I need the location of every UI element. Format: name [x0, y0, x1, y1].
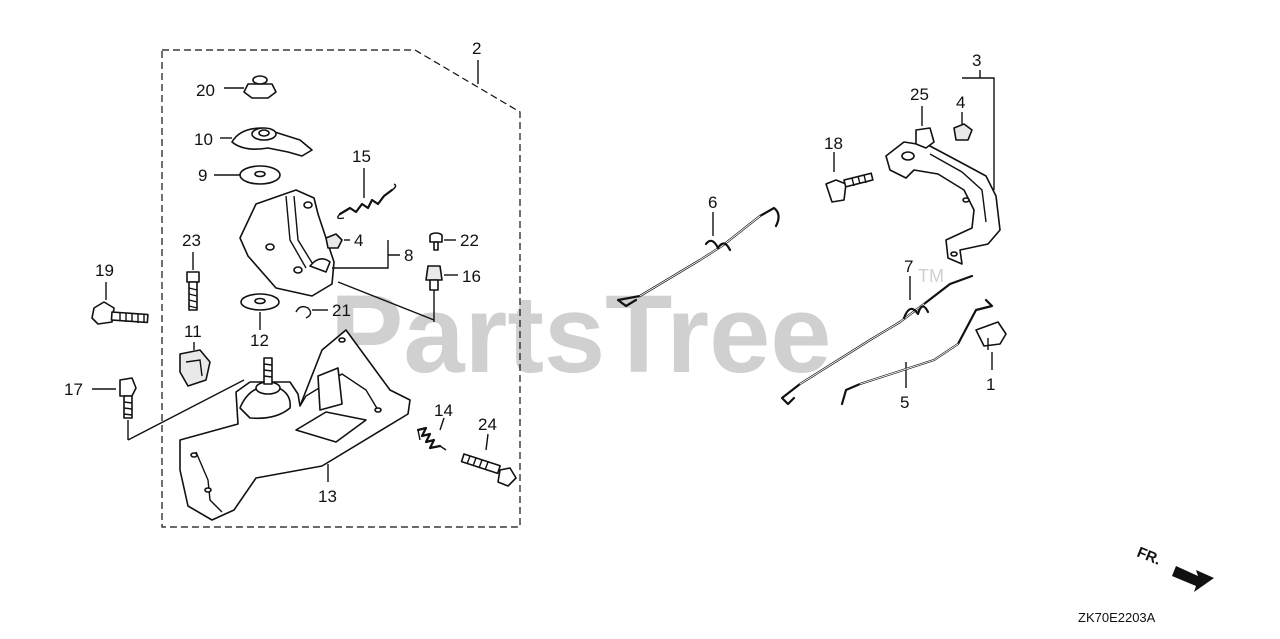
part-24-screw[interactable]	[460, 433, 517, 487]
part-17-bolt[interactable]	[92, 377, 245, 441]
part-1-clip[interactable]	[975, 321, 1007, 370]
callout-20[interactable]: 20	[196, 81, 215, 100]
part-4-nut-b[interactable]	[953, 112, 973, 141]
callout-3[interactable]: 3	[972, 51, 981, 70]
part-6-spring-rod[interactable]	[616, 206, 780, 308]
callout-8[interactable]: 8	[404, 246, 413, 265]
part-9-washer[interactable]	[214, 165, 281, 185]
leader-8-bracket	[332, 240, 400, 269]
front-direction-arrow: FR.	[1135, 544, 1214, 592]
part-13-base-plate[interactable]	[179, 329, 411, 521]
callout-4-left[interactable]: 4	[354, 231, 363, 250]
part-4-nut-a[interactable]	[325, 233, 350, 249]
callout-6[interactable]: 6	[708, 193, 717, 212]
part-5-rod[interactable]	[840, 298, 994, 406]
callout-13[interactable]: 13	[318, 487, 337, 506]
part-3-bracket[interactable]	[885, 70, 1001, 265]
callout-17[interactable]: 17	[64, 380, 83, 399]
leader-16-line	[337, 281, 435, 322]
part-22-screw[interactable]	[429, 232, 456, 251]
callout-2[interactable]: 2	[472, 39, 481, 58]
part-7-spring-rod[interactable]	[780, 274, 974, 406]
part-16-adjuster[interactable]	[425, 265, 458, 291]
part-25-grommet[interactable]	[915, 106, 935, 149]
part-11-clip[interactable]	[179, 342, 211, 387]
part-19-bolt[interactable]	[91, 282, 149, 325]
part-18-bolt[interactable]	[825, 152, 874, 203]
diagram-code: ZK70E2203A	[1078, 610, 1156, 625]
callout-11[interactable]: 11	[184, 322, 202, 341]
part-14-spring[interactable]	[416, 417, 447, 451]
callout-15[interactable]: 15	[352, 147, 371, 166]
part-12-washer[interactable]	[240, 293, 280, 330]
callout-5[interactable]: 5	[900, 393, 909, 412]
part-23-bolt[interactable]	[186, 252, 200, 311]
callout-18[interactable]: 18	[824, 134, 843, 153]
part-10-lever-plate[interactable]	[220, 127, 313, 157]
callout-22[interactable]: 22	[460, 231, 479, 250]
callout-10[interactable]: 10	[194, 130, 213, 149]
callout-25[interactable]: 25	[910, 85, 929, 104]
watermark-trademark: TM	[918, 266, 944, 286]
callout-16[interactable]: 16	[462, 267, 481, 286]
callout-23[interactable]: 23	[182, 231, 201, 250]
callout-21[interactable]: 21	[332, 301, 351, 320]
callout-9[interactable]: 9	[198, 166, 207, 185]
callout-24[interactable]: 24	[478, 415, 497, 434]
callout-12[interactable]: 12	[250, 331, 269, 350]
callout-4-right[interactable]: 4	[956, 93, 965, 112]
part-20-nut[interactable]	[224, 75, 277, 99]
callout-14[interactable]: 14	[434, 401, 453, 420]
callout-1[interactable]: 1	[986, 375, 995, 394]
callout-19[interactable]: 19	[95, 261, 114, 280]
part-21-clip[interactable]	[295, 305, 328, 319]
part-8-plate[interactable]	[239, 189, 335, 297]
front-direction-label: FR.	[1135, 544, 1164, 569]
assembly-boundary	[161, 49, 521, 528]
part-15-spring[interactable]	[337, 168, 397, 220]
watermark-text: PartsTree	[330, 273, 831, 396]
callout-7[interactable]: 7	[904, 257, 913, 276]
